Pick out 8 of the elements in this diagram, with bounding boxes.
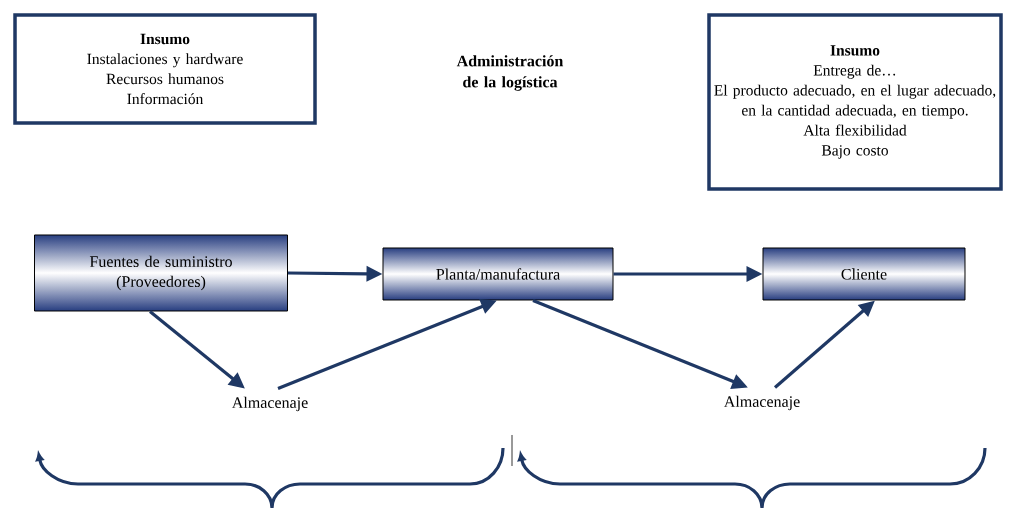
- heading: Administración de la logística: [456, 55, 564, 91]
- process-box: Fuentes de suministro (Proveedores): [34, 234, 288, 312]
- process-box: Cliente: [762, 247, 966, 301]
- storage-label: Almacenaje: [723, 395, 800, 411]
- input-box: Insumo Instalaciones y hardware Recursos humanos Información: [13, 13, 317, 125]
- input-box: Insumo Entrega de… El producto adecuado, en el lugar adecuado, en la cantidad adecuada, en tiempo. Alta flexibilidad Bajo costo: [707, 13, 1003, 191]
- process-box: Planta/manufactura: [382, 247, 614, 301]
- storage-label: Almacenaje: [231, 396, 308, 412]
